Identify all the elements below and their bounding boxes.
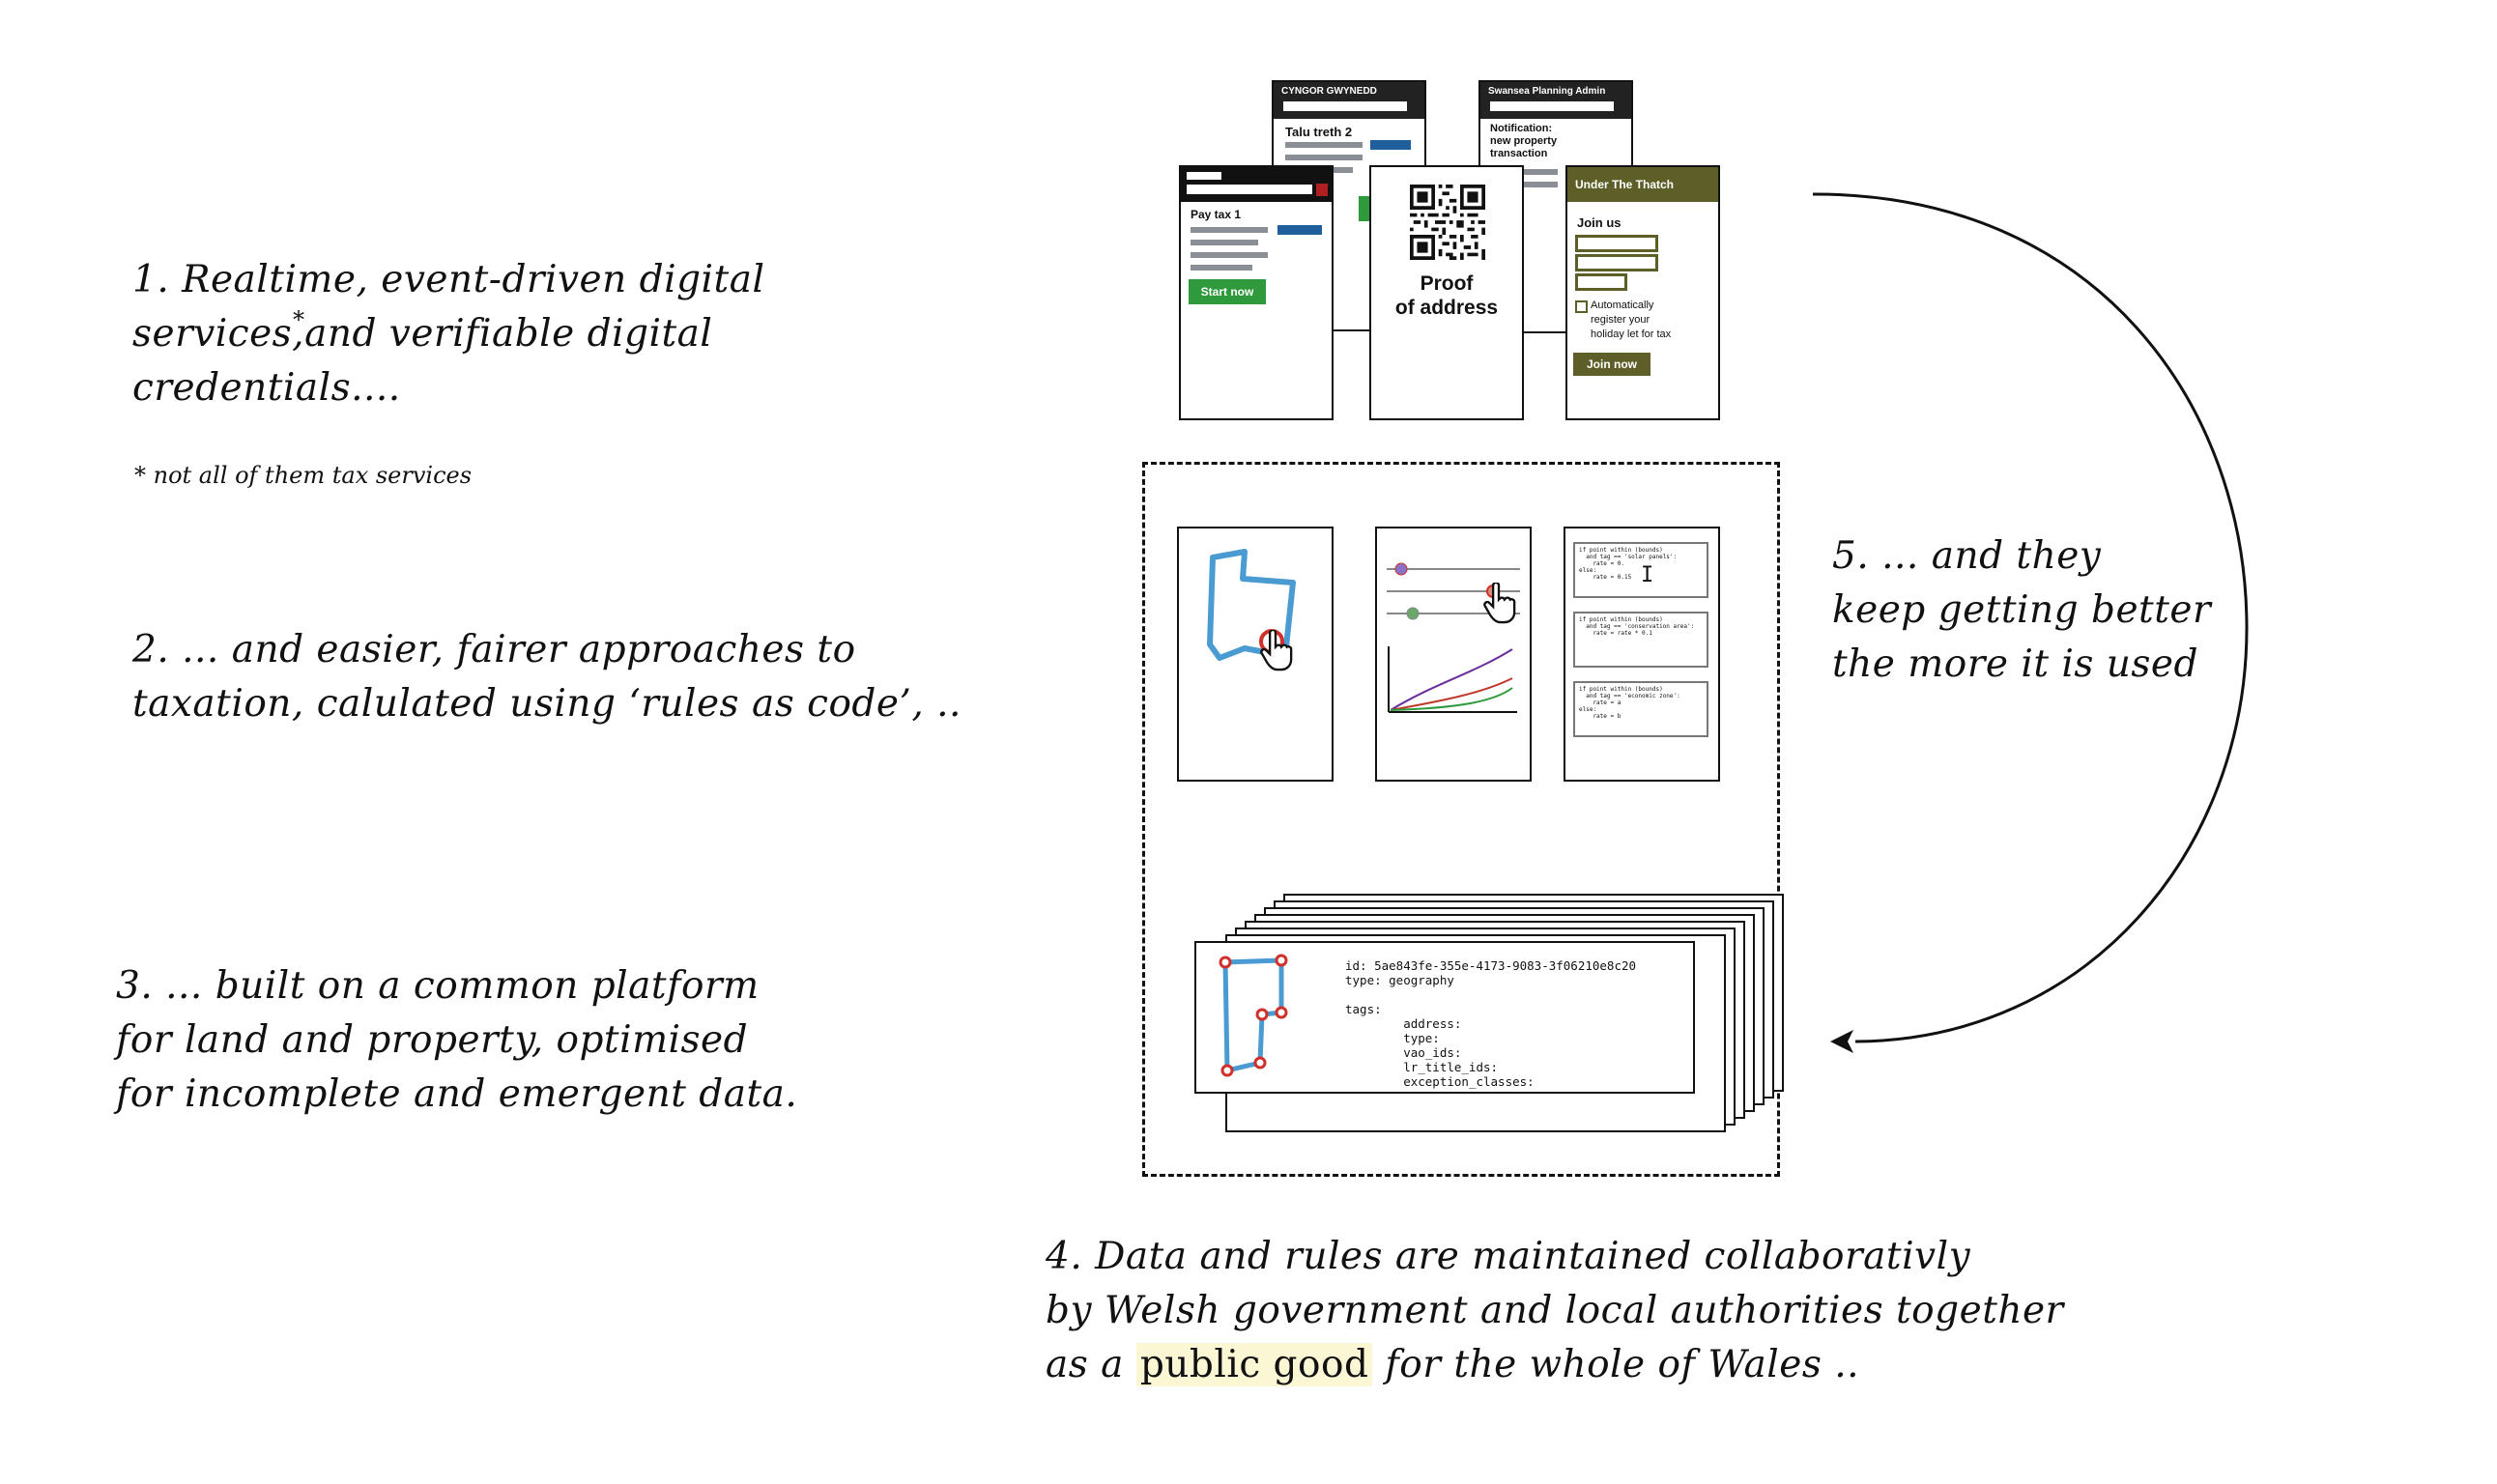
card-thatch-title: Join us: [1577, 215, 1622, 230]
note-5-line-2: keep getting better: [1832, 588, 2212, 632]
start-now-button[interactable]: Start now: [1189, 279, 1266, 304]
card-map-polygon: [1177, 527, 1334, 782]
hand-pointer-icon: [1483, 583, 1516, 624]
note-5-line-3: the more it is used: [1832, 642, 2198, 686]
note-1-asterisk: *: [293, 306, 304, 333]
note-5: 5. ... and they keep getting better the …: [1832, 529, 2211, 692]
note-1-line-3: credentials....: [132, 366, 401, 410]
text-line: [1191, 252, 1268, 258]
sliders-and-curves-graphic: [1387, 562, 1520, 713]
text-line: [1191, 265, 1252, 271]
card-gwynedd-header: CYNGOR GWYNEDD: [1274, 82, 1424, 119]
geography-shape-graphic: [1219, 954, 1288, 1077]
register-checkbox[interactable]: [1575, 300, 1588, 313]
search-button-icon[interactable]: [1316, 184, 1328, 196]
card-pay-tax-title: Pay tax 1: [1191, 208, 1242, 221]
pay-tax-search-bar: [1187, 185, 1312, 194]
note-3-line-1: 3. ... built on a common platform: [116, 964, 760, 1008]
text-cursor-icon: I: [1641, 563, 1654, 587]
text-line: [1285, 142, 1363, 148]
welsh-gov-logo-icon: [1187, 172, 1221, 180]
card-sliders-chart: [1375, 527, 1532, 782]
platform-boundary: [1142, 462, 1780, 1177]
text-line: [1191, 240, 1258, 245]
record-card-front: id: 5ae843fe-355e-4173-9083-3f06210e8c20…: [1194, 941, 1695, 1094]
rule-block-2: if point within (bounds) and tag == 'con…: [1573, 612, 1708, 668]
record-text: id: 5ae843fe-355e-4173-9083-3f06210e8c20…: [1345, 958, 1637, 1089]
card-rules-code: if point within (bounds) and tag == 'sol…: [1564, 527, 1720, 782]
note-1-line-2: services,and verifiable digital: [132, 312, 713, 356]
card-thatch-header: Under The Thatch: [1567, 167, 1718, 202]
text-line: [1490, 169, 1558, 175]
register-checkbox-label: Automatically register your holiday let …: [1591, 300, 1672, 340]
note-2: 2. ... and easier, fairer approaches to …: [132, 623, 961, 731]
note-5-line-1: 5. ... and they: [1832, 534, 2102, 578]
note-3-line-2: for land and property, optimised: [116, 1018, 749, 1062]
hand-pointer-icon: [1260, 630, 1293, 671]
rule-block-1: if point within (bounds) and tag == 'sol…: [1573, 542, 1708, 598]
rule-code-2: if point within (bounds) and tag == 'con…: [1579, 616, 1695, 637]
card-swansea-header: Swansea Planning Admin: [1480, 82, 1631, 119]
gov-blue-bar: [1370, 140, 1411, 150]
card-proof-title: Proof of address: [1394, 272, 1499, 319]
note-3: 3. ... built on a common platform for la…: [116, 959, 797, 1122]
note-2-line-2: taxation, calulated using ‘rules as code…: [132, 682, 961, 726]
public-good-highlight: public good: [1135, 1343, 1373, 1386]
note-3-line-3: for incomplete and emergent data.: [116, 1072, 798, 1116]
card-under-the-thatch: Under The Thatch Join us Automatically r…: [1565, 165, 1720, 420]
qr-code-icon: [1410, 185, 1485, 260]
card-pay-tax: Pay tax 1 Start now: [1179, 165, 1334, 420]
note-4-line-2: by Welsh government and local authoritie…: [1046, 1289, 2064, 1332]
join-email-field[interactable]: [1575, 254, 1658, 271]
note-1-footnote: * not all of them tax services: [134, 462, 473, 489]
card-swansea-title: Notification: new property transaction: [1490, 123, 1558, 159]
gwynedd-search-bar: [1283, 101, 1407, 111]
note-4-line-1: 4. Data and rules are maintained collabo…: [1046, 1235, 1971, 1278]
join-now-button[interactable]: Join now: [1573, 353, 1650, 376]
gov-blue-bar: [1277, 225, 1322, 235]
note-4: 4. Data and rules are maintained collabo…: [1046, 1230, 2064, 1392]
card-proof-of-address: Proof of address: [1369, 165, 1524, 420]
join-name-field[interactable]: [1575, 235, 1658, 252]
rule-code-3: if point within (bounds) and tag == 'eco…: [1579, 686, 1680, 720]
join-postcode-field[interactable]: [1575, 273, 1627, 291]
card-gwynedd-title: Talu treth 2: [1285, 125, 1353, 139]
note-4-line-3: as a public good for the whole of Wales …: [1046, 1343, 1860, 1386]
text-line: [1490, 182, 1558, 187]
text-line: [1191, 227, 1268, 233]
swansea-search-bar: [1490, 101, 1614, 111]
note-1-line-1: 1. Realtime, event-driven digital: [132, 258, 765, 301]
rule-code-1: if point within (bounds) and tag == 'sol…: [1579, 547, 1678, 581]
text-line: [1285, 155, 1363, 160]
map-polygon-graphic: [1207, 549, 1296, 661]
note-2-line-1: 2. ... and easier, fairer approaches to: [132, 628, 856, 671]
note-1: 1. Realtime, event-driven digital servic…: [132, 253, 764, 415]
rule-block-3: if point within (bounds) and tag == 'eco…: [1573, 681, 1708, 737]
